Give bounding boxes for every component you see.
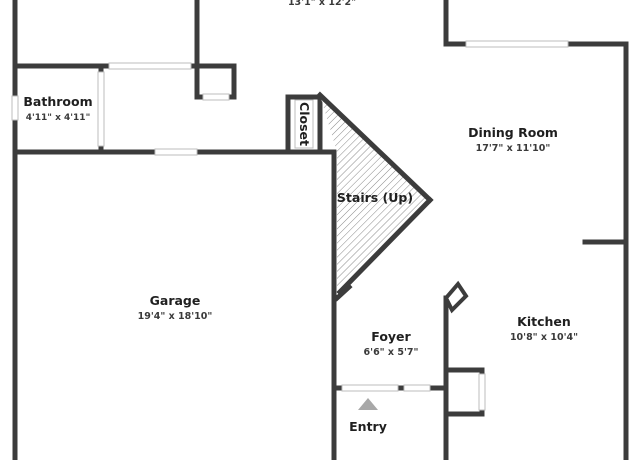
kitchen-dims: 10'8" x 10'4" <box>510 332 578 343</box>
bathroom-dims: 4'11" x 4'11" <box>26 113 91 123</box>
stairs-hatch <box>320 95 430 295</box>
garage-dims: 19'4" x 18'10" <box>138 311 213 322</box>
kitchen-pantry-corner <box>443 280 469 314</box>
closet-label: Closet <box>297 102 312 146</box>
windows <box>11 40 569 411</box>
upper-room-dims: 13'1" x 12'2" <box>288 0 356 8</box>
dining-room-label: Dining Room <box>468 125 558 140</box>
dining-room-dims: 17'7" x 11'10" <box>476 143 551 154</box>
stairs-label: Stairs (Up) <box>337 190 413 205</box>
entry-label: Entry <box>349 419 387 434</box>
walls <box>12 0 629 460</box>
kitchen-label: Kitchen <box>517 314 571 329</box>
bathroom-label: Bathroom <box>23 94 92 109</box>
garage-label: Garage <box>150 293 201 308</box>
foyer-dims: 6'6" x 5'7" <box>364 347 419 358</box>
entry-arrow-icon <box>358 398 378 410</box>
foyer-label: Foyer <box>371 329 411 344</box>
